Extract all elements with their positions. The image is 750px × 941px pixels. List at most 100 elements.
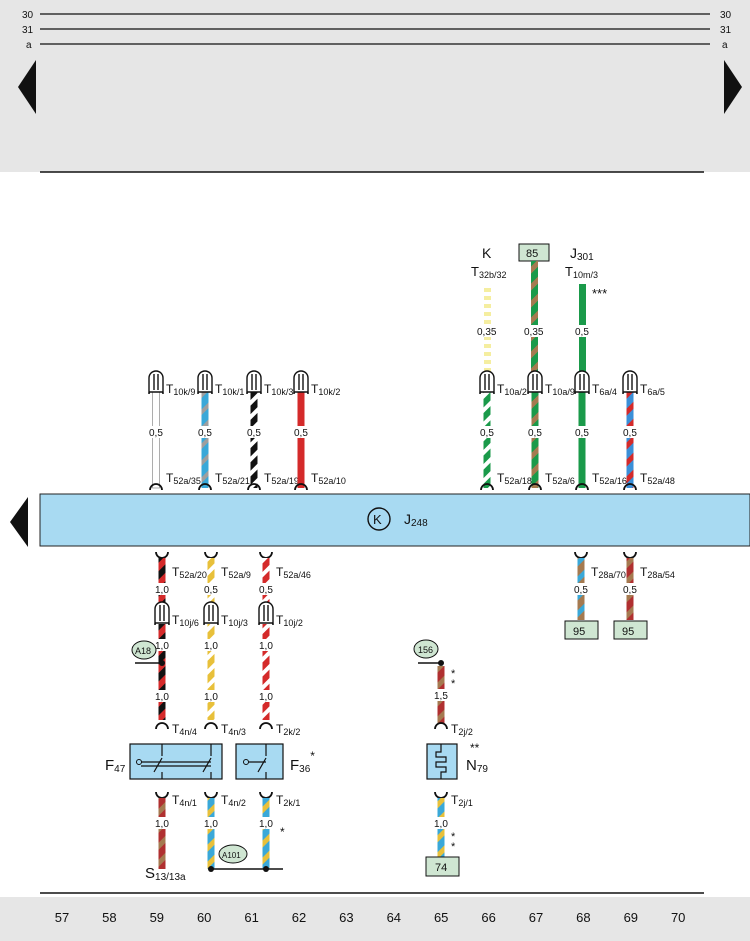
footer-number-68: 68 xyxy=(576,910,590,925)
footer-number-62: 62 xyxy=(292,910,306,925)
bus-pin-T10k3-icon xyxy=(247,483,261,491)
k-letter: K xyxy=(482,245,492,261)
rail-31-label-right: 31 xyxy=(720,25,732,36)
connector-t10j-0-label: T10j/6 xyxy=(172,613,199,628)
wire-switch-bottom-1 xyxy=(207,798,215,869)
wire-bottom-upper-size-0: 1,0 xyxy=(155,585,169,596)
switch-top-pin-2-icon xyxy=(259,722,273,730)
control-unit-symbol-icon xyxy=(367,507,391,531)
footer-number-59: 59 xyxy=(150,910,164,925)
footer-number-65: 65 xyxy=(434,910,448,925)
connector-T10a2-label: T10a/2 xyxy=(497,382,527,397)
wire-bottom-upper-0 xyxy=(158,558,166,605)
n79-top-pin-label: T2j/2 xyxy=(451,722,473,737)
bus-pin-T10k3-label: T52a/19 xyxy=(264,471,299,486)
bus-pin-T6a5-icon xyxy=(623,483,637,491)
footer-number-70: 70 xyxy=(671,910,685,925)
prev-page-arrow-icon[interactable] xyxy=(18,60,36,114)
connector-T6a4-icon xyxy=(574,370,590,395)
k-wire-size: 0,35 xyxy=(477,327,497,338)
k-connector: T32b/32 xyxy=(471,264,506,280)
control-unit-j248[interactable] xyxy=(39,493,750,547)
wire-size-T10a2: 0,5 xyxy=(480,428,494,439)
connector-T6a4-label: T6a/4 xyxy=(592,382,617,397)
box-74 xyxy=(425,856,460,877)
connector-t10j-2-icon xyxy=(258,601,274,626)
rail-30-label-left: 30 xyxy=(22,10,34,21)
bus-bottom-pin-1-label: T52a/9 xyxy=(221,565,251,580)
bus-bottom-pin-4-icon xyxy=(623,551,637,559)
wire-bottom-lower-size-2: 1,0 xyxy=(259,692,273,703)
footer-band xyxy=(0,897,750,941)
box-85-label: 85 xyxy=(526,248,538,260)
wire-bottom-upper-size-4: 0,5 xyxy=(623,585,637,596)
wire-bottom-mid-1 xyxy=(207,624,215,720)
j301-name: J301 xyxy=(570,245,594,263)
switch-top-pin-1-label: T4n/3 xyxy=(221,722,246,737)
wire-T10k1 xyxy=(201,392,209,488)
wire-T10k9 xyxy=(152,391,160,489)
switch-f36-label: F36* xyxy=(290,749,315,775)
a18-label: A18 xyxy=(135,646,151,656)
wire-bottom-mid-size-1: 1,0 xyxy=(204,641,218,652)
a101-badge xyxy=(218,844,248,864)
connector-T6a5-label: T6a/5 xyxy=(640,382,665,397)
switch-top-pin-2-label: T2k/2 xyxy=(276,722,300,737)
wire-n79-upper-size: 1,5 xyxy=(434,691,448,702)
bus-pin-T10a9-icon xyxy=(528,483,542,491)
wire-bottom-mid-2 xyxy=(262,624,270,720)
g156-label: 156 xyxy=(418,645,433,655)
wire-bottom-lower-size-0: 1,0 xyxy=(155,692,169,703)
connector-T10k9-icon xyxy=(148,370,164,395)
bus-pin-T6a4-icon xyxy=(575,483,589,491)
a101-label: A101 xyxy=(222,851,241,860)
connector-T10k1-label: T10k/1 xyxy=(215,382,244,397)
top-band xyxy=(0,0,750,172)
switch-bottom-pin-1-label: T4n/2 xyxy=(221,793,246,808)
wire-switch-bottom-0 xyxy=(158,798,166,869)
bus-bottom-pin-3-icon xyxy=(574,551,588,559)
connector-T10k1-icon xyxy=(197,370,213,395)
rail-a-label-left: a xyxy=(26,40,32,51)
valve-n79[interactable] xyxy=(426,743,458,780)
s13-label: S13/13a xyxy=(145,865,186,883)
g156-note: ** xyxy=(451,668,456,690)
wire-bottom-upper-2 xyxy=(262,558,270,605)
next-page-arrow-icon[interactable] xyxy=(724,60,742,114)
prev-page-arrow-mid-icon[interactable] xyxy=(10,497,28,547)
bus-pin-T10a2-icon xyxy=(480,483,494,491)
switch-bottom-pin-2-icon xyxy=(259,791,273,799)
wire-switch-bottom-size-1: 1,0 xyxy=(204,819,218,830)
wire-size-T10k9: 0,5 xyxy=(149,428,163,439)
wire-bottom-mid-size-0: 1,0 xyxy=(155,641,169,652)
j301-connector: T10m/3 xyxy=(565,264,598,280)
wire-85-green-brown xyxy=(531,261,538,374)
wire-switch-bottom-size-2: 1,0 xyxy=(259,819,273,830)
bus-pin-T10k2-label: T52a/10 xyxy=(311,471,346,486)
wire-size-T10a9: 0,5 xyxy=(528,428,542,439)
switch-bottom-pin-0-icon xyxy=(155,791,169,799)
connector-T10k3-label: T10k/3 xyxy=(264,382,293,397)
wire-T10k3 xyxy=(250,392,258,488)
wire-size-T10k3: 0,5 xyxy=(247,428,261,439)
wire-T10k2 xyxy=(297,392,305,488)
wire-size-T6a4: 0,5 xyxy=(575,428,589,439)
box-95-4-label: 95 xyxy=(622,626,634,638)
footer-number-60: 60 xyxy=(197,910,211,925)
wire-T6a4 xyxy=(578,392,586,488)
rail-30-label-right: 30 xyxy=(720,10,732,21)
valve-coil-icon xyxy=(435,744,447,779)
bus-pin-T10k2-icon xyxy=(294,483,308,491)
top-pin-columns: T10k/90,5T52a/35T10k/10,5T52a/21T10k/30,… xyxy=(147,370,675,491)
wire-bottom-upper-size-3: 0,5 xyxy=(574,585,588,596)
switch-top-pin-0-icon xyxy=(155,722,169,730)
box85-wire-size: 0,35 xyxy=(524,327,544,338)
wire-T10a2 xyxy=(483,392,491,488)
wire-size-T10k2: 0,5 xyxy=(294,428,308,439)
bus-pin-T6a4-label: T52a/16 xyxy=(592,471,627,486)
footer-number-63: 63 xyxy=(339,910,353,925)
wire-bottom-mid-size-2: 1,0 xyxy=(259,641,273,652)
n79-top-pin-icon xyxy=(434,722,448,730)
